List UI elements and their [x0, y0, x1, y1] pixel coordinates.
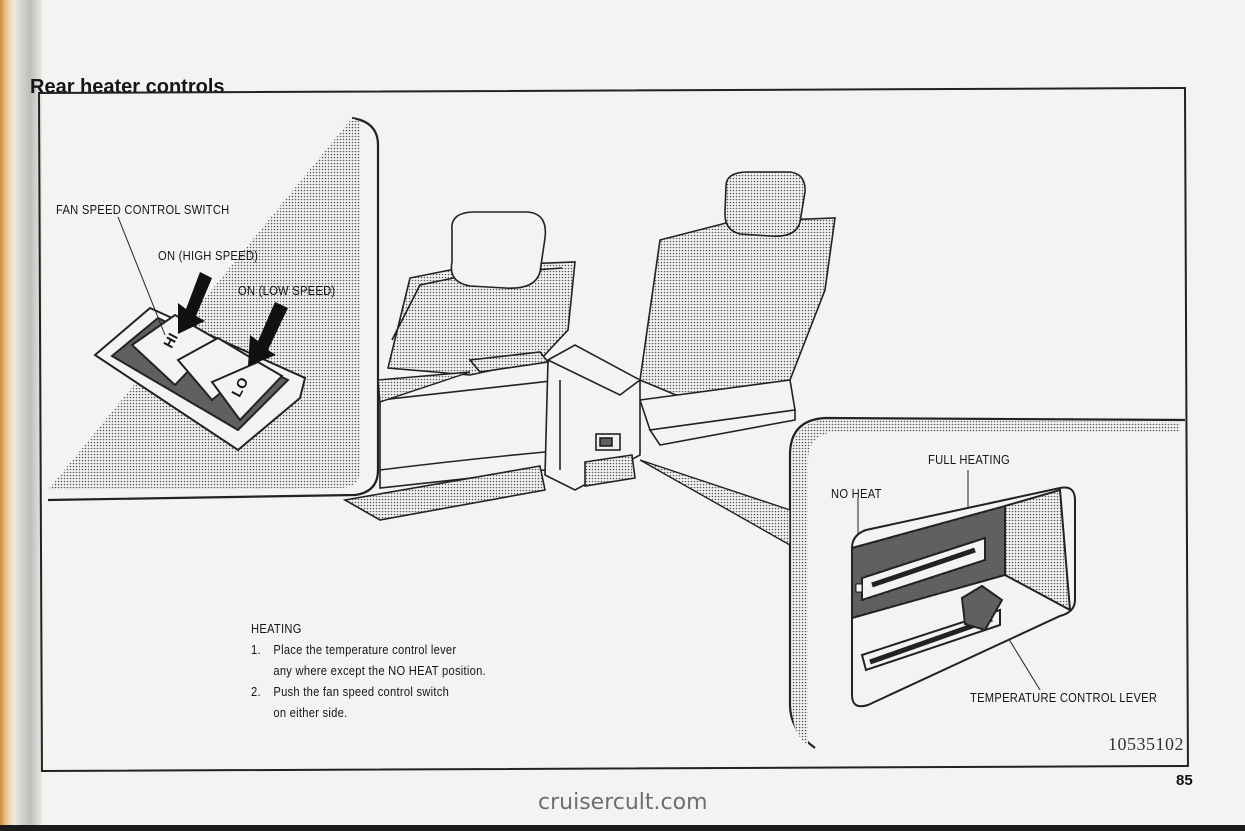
fan-speed-switch-label: FAN SPEED CONTROL SWITCH	[56, 202, 230, 217]
fan-switch	[93, 306, 307, 452]
full-heating-label: FULL HEATING	[928, 452, 1010, 467]
page-bottom-edge	[0, 825, 1245, 831]
book-spine-edge	[0, 0, 42, 831]
step-2-text-line1: Push the fan speed control switch	[273, 684, 450, 699]
on-low-speed-label: ON (LOW SPEED)	[238, 283, 336, 298]
step-2-number: 2.	[251, 684, 261, 699]
heater-panel	[851, 486, 1076, 708]
page-title: Rear heater controls	[30, 76, 225, 98]
step-1-text-line1: Place the temperature control lever	[273, 642, 457, 657]
instructions-heading: HEATING	[251, 621, 302, 636]
temperature-control-lever-label: TEMPERATURE CONTROL LEVER	[970, 690, 1158, 705]
right-seat	[638, 171, 836, 446]
watermark: cruisercult.com	[538, 790, 708, 815]
on-high-speed-label: ON (HIGH SPEED)	[158, 248, 259, 263]
switch-arrows	[178, 272, 288, 366]
step-1-number: 1.	[251, 642, 261, 657]
step-2-text-line2: on either side.	[273, 705, 348, 720]
step-2: 2. Push the fan speed control switch	[251, 681, 486, 702]
left-seat	[342, 211, 576, 521]
step-1-text-line2: any where except the NO HEAT position.	[273, 663, 486, 678]
temp-lever-inset	[639, 416, 1186, 749]
step-1: 1. Place the temperature control lever	[251, 639, 486, 660]
center-console	[468, 344, 641, 491]
heating-instructions: HEATING 1. Place the temperature control …	[251, 618, 486, 723]
page-number: 85	[1176, 772, 1193, 789]
figure-code: 10535102	[1108, 734, 1184, 754]
no-heat-label: NO HEAT	[831, 486, 882, 501]
